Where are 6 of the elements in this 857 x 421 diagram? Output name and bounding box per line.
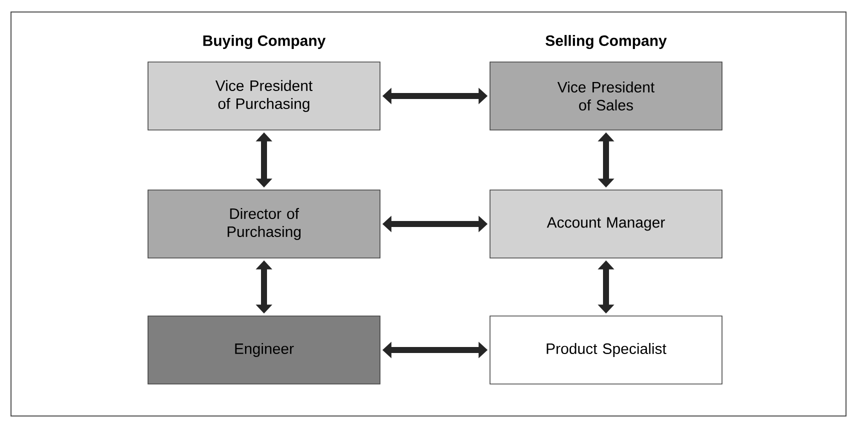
process-box: Vice President of Sales: [490, 62, 722, 130]
process-box: Product Specialist: [490, 316, 722, 384]
process-box: Account Manager: [490, 190, 722, 258]
process-box: Engineer: [148, 316, 380, 384]
process-box: Director of Purchasing: [148, 190, 380, 258]
process-box: Vice President of Purchasing: [148, 62, 380, 130]
